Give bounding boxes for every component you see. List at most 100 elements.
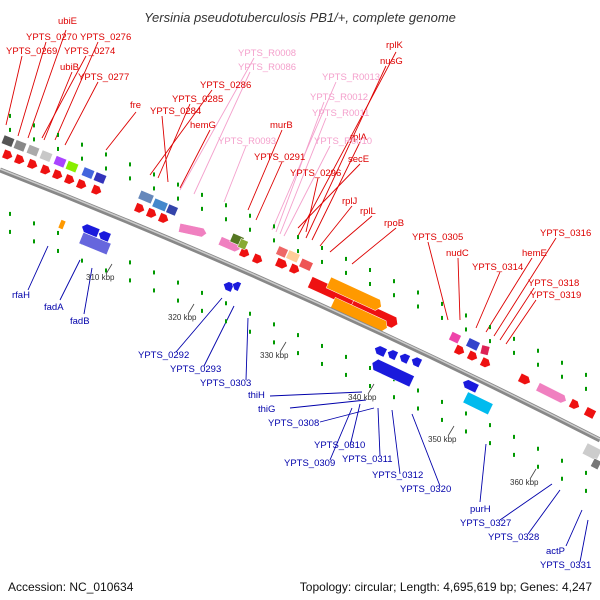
- forward-label: rplL: [360, 206, 376, 217]
- forward-cds-shape: [90, 183, 102, 196]
- tick-dot: [57, 132, 59, 137]
- forward-cds: [517, 372, 531, 386]
- forward-cds-shape: [51, 168, 63, 180]
- tick-dot: [105, 152, 107, 157]
- forward-label: ubiB: [60, 62, 79, 73]
- forward-cds-shape: [466, 349, 478, 362]
- forward-cds-shape: [92, 171, 108, 185]
- tick-dot: [393, 395, 395, 400]
- reverse-cds-shape: [387, 349, 399, 361]
- tick-dot: [33, 239, 35, 244]
- label-connector: [311, 141, 361, 241]
- tick-dot: [177, 298, 179, 303]
- reverse-label: YPTS_0309: [284, 458, 335, 469]
- rna-label: YPTS_R0011: [312, 108, 369, 119]
- tick-dot: [513, 336, 515, 341]
- label-connector: [485, 257, 533, 333]
- tick-dot: [249, 213, 251, 218]
- forward-cds: [568, 398, 580, 410]
- forward-label: hemE: [522, 248, 547, 259]
- forward-cds-shape: [479, 356, 491, 368]
- label-connector: [157, 103, 191, 179]
- forward-cds: [52, 155, 68, 169]
- reverse-label: YPTS_0311: [342, 454, 393, 465]
- forward-label: rplK: [386, 40, 404, 51]
- tick-dot: [465, 429, 467, 434]
- tick-dot: [225, 203, 227, 208]
- tick-dot: [393, 279, 395, 284]
- forward-label: fre: [130, 100, 141, 111]
- forward-cds-shape: [274, 257, 288, 270]
- tick-dot: [513, 452, 515, 457]
- tick-dot: [321, 259, 323, 264]
- reverse-cds: [399, 353, 411, 365]
- label-connector: [305, 65, 387, 239]
- forward-cds-shape: [38, 149, 54, 163]
- forward-cds: [466, 349, 478, 362]
- reverse-cds-shape: [78, 231, 112, 256]
- label-connector: [41, 55, 87, 139]
- tick-dot: [513, 350, 515, 355]
- tick-dot: [369, 383, 371, 388]
- label-connector: [499, 287, 535, 341]
- reverse-cds-shape: [223, 281, 235, 293]
- tick-dot: [129, 162, 131, 167]
- tick-dot: [273, 224, 275, 229]
- rna-gene-shape: [535, 382, 567, 404]
- forward-label: YPTS_0274: [64, 46, 115, 57]
- forward-cds: [298, 257, 314, 272]
- reverse-cds-shape: [411, 356, 423, 369]
- reverse-label: actP: [546, 546, 565, 557]
- forward-cds: [26, 158, 38, 170]
- forward-label: YPTS_0277: [78, 72, 129, 83]
- label-connector: [105, 111, 137, 151]
- forward-cds: [133, 202, 145, 214]
- tick-label: 350 kbp: [428, 435, 457, 444]
- rna-label: YPTS_R0010: [314, 136, 372, 147]
- label-connector: [223, 145, 247, 203]
- label-connector: [247, 129, 283, 211]
- tick-dot: [177, 196, 179, 201]
- forward-cds: [275, 245, 289, 259]
- reverse-cds: [223, 281, 235, 293]
- label-connector: [269, 391, 363, 397]
- forward-cds: [465, 337, 481, 352]
- reverse-cds: [98, 230, 112, 243]
- tick-dot: [561, 360, 563, 365]
- forward-cds-shape: [329, 296, 388, 332]
- forward-cds: [238, 246, 250, 258]
- reverse-cds: [232, 281, 242, 292]
- tick-dot: [57, 230, 59, 235]
- tick-dot: [33, 221, 35, 226]
- reverse-cds-shape: [462, 379, 480, 394]
- forward-cds-shape: [157, 212, 169, 224]
- tick-dot: [465, 327, 467, 332]
- tick-dot: [249, 227, 251, 232]
- forward-cds: [329, 296, 388, 332]
- tick-dot: [321, 245, 323, 250]
- tick-dot: [585, 372, 587, 377]
- reverse-cds: [590, 457, 600, 471]
- tick-dot: [369, 267, 371, 272]
- reverse-cds-shape: [232, 281, 242, 292]
- tick-label: 360 kbp: [510, 478, 539, 487]
- reverse-cds: [78, 231, 112, 256]
- forward-cds-shape: [25, 144, 41, 158]
- tick-dot: [81, 156, 83, 161]
- tick-dot: [177, 182, 179, 187]
- label-connectors: [5, 29, 589, 563]
- forward-cds: [453, 344, 465, 356]
- reverse-cds-shape: [462, 391, 494, 416]
- reverse-label: YPTS_0312: [372, 470, 423, 481]
- label-connector: [505, 299, 537, 345]
- rna-gene-shape: [178, 222, 208, 238]
- reverse-cds: [581, 442, 600, 462]
- tick-dot: [201, 308, 203, 313]
- label-connector: [203, 305, 235, 367]
- tick-line: [187, 303, 195, 315]
- forward-cds-shape: [80, 166, 96, 180]
- reverse-cds-shape: [371, 358, 415, 388]
- forward-label: secE: [348, 154, 369, 165]
